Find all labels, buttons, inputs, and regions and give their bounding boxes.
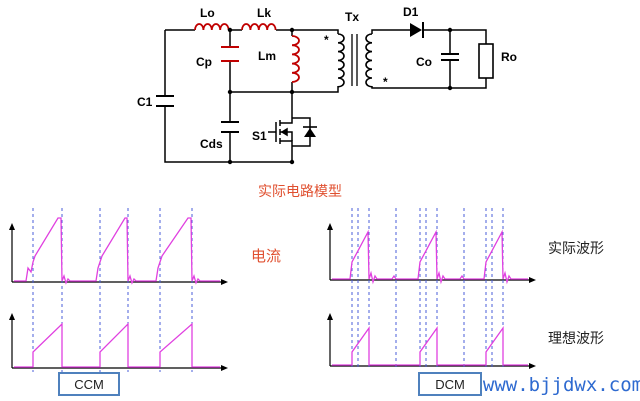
circuit-caption: 实际电路模型: [258, 184, 342, 200]
axis-arrows: [9, 223, 536, 371]
dot-secondary: *: [383, 75, 388, 89]
waveform-dcm-ideal: [332, 325, 528, 366]
ccm-label: CCM: [74, 376, 104, 392]
ccm-label-box: CCM: [58, 372, 120, 396]
transformer-secondary-icon: [365, 33, 373, 88]
diode-d1-icon: [410, 22, 424, 38]
watermark: www.bjjdwx.com: [483, 371, 640, 399]
label-ro: Ro: [501, 50, 517, 64]
waveform-dcm-actual: [332, 229, 528, 285]
label-lk: Lk: [257, 6, 271, 20]
ideal-waveform-label: 理想波形: [548, 331, 604, 347]
mosfet-s1-icon: [268, 118, 293, 146]
dot-primary: *: [324, 33, 329, 47]
transformer-core-icon: [351, 34, 358, 86]
label-cds: Cds: [200, 137, 223, 151]
actual-waveform-label: 实际波形: [548, 241, 604, 257]
label-lm: Lm: [258, 49, 276, 63]
capacitor-cds-icon: [221, 121, 239, 133]
label-s1: S1: [252, 129, 267, 143]
transformer-primary-icon: [337, 33, 345, 88]
capacitor-co-icon: [441, 53, 459, 61]
resistor-ro-icon: [478, 43, 494, 79]
body-diode-icon: [303, 126, 317, 137]
label-d1: D1: [403, 5, 419, 19]
current-label: 电流: [251, 247, 281, 265]
circuit-schematic: [164, 29, 487, 163]
watermark-text: www.bjjdwx.com: [482, 374, 640, 396]
label-lo: Lo: [200, 6, 215, 20]
label-co: Co: [416, 55, 432, 69]
inductor-lk-icon: [241, 23, 277, 31]
waveform-ccm-ideal: [14, 322, 220, 368]
label-c1: C1: [137, 95, 153, 109]
waveform-ccm-actual: [14, 217, 220, 285]
label-cp: Cp: [196, 55, 212, 69]
dcm-label-box: DCM: [418, 372, 482, 396]
inductor-lm-icon: [291, 35, 300, 83]
junction-dots: [227, 27, 453, 165]
capacitor-c1-icon: [156, 95, 174, 107]
label-tx: Tx: [345, 10, 359, 24]
dcm-label: DCM: [435, 376, 465, 392]
waveform-axes: [11, 226, 532, 369]
dashed-guides: [32, 208, 504, 372]
inductor-lo-icon: [194, 23, 230, 31]
capacitor-cp-icon: [221, 46, 239, 62]
